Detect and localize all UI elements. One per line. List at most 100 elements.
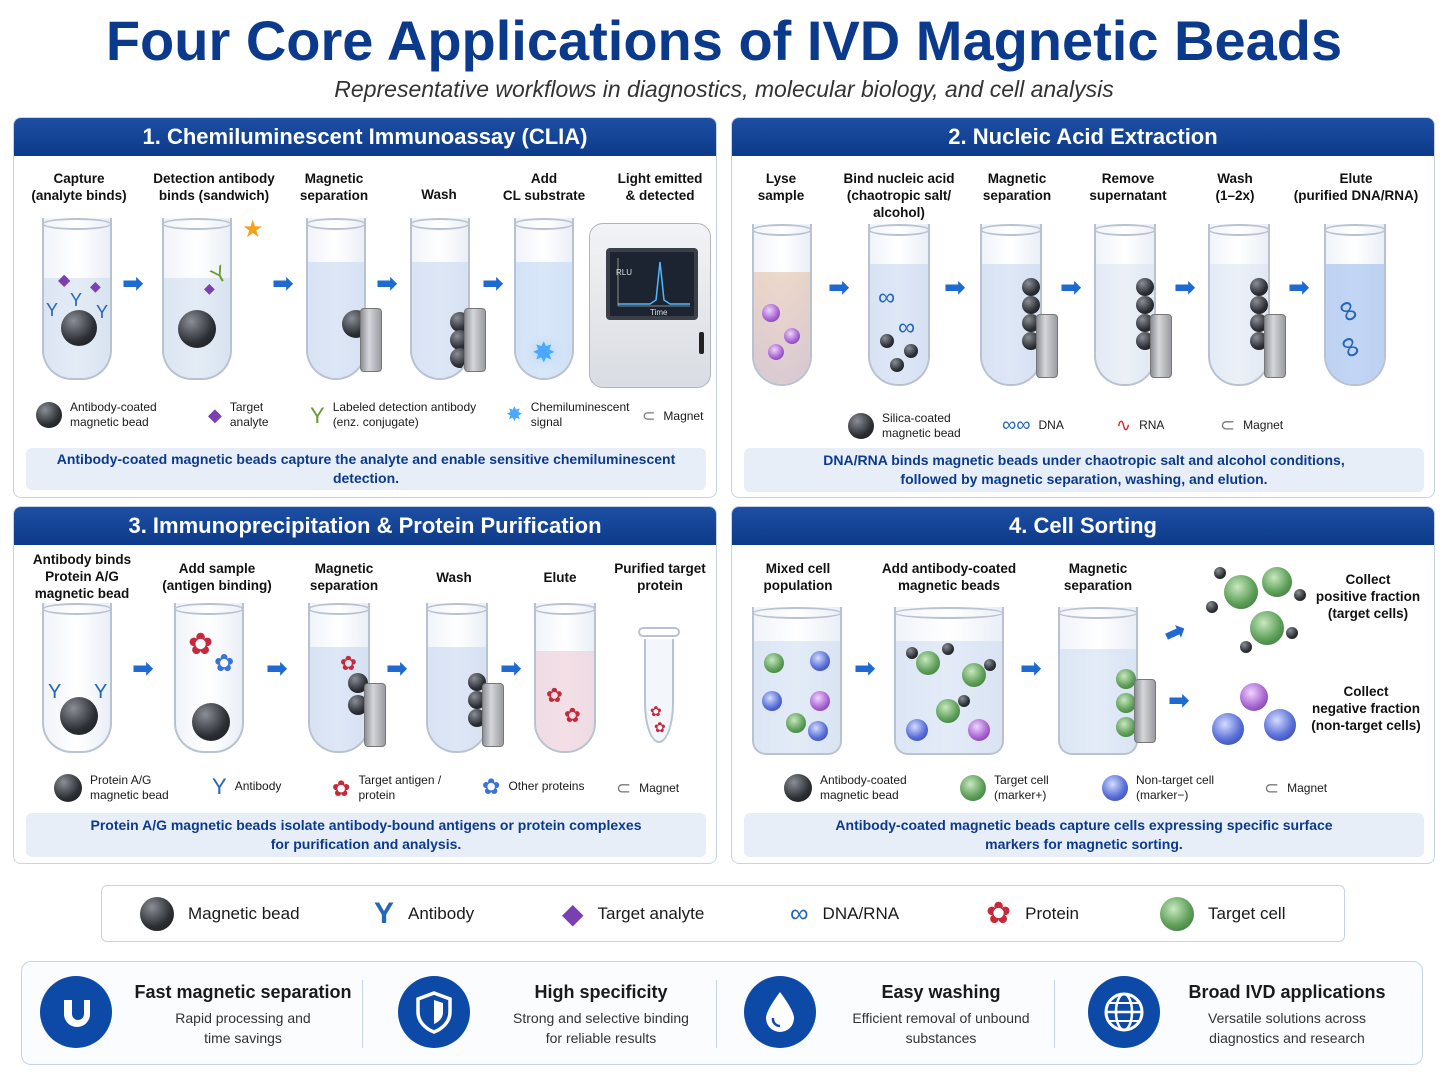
step-label: Elute (purified DNA/RNA) <box>1293 171 1419 203</box>
magnetic-bead-icon <box>60 697 98 735</box>
legend-item: ⊂ Magnet <box>616 778 680 798</box>
arrow-icon: ➡ <box>828 272 850 302</box>
protein-icon: ✿ <box>564 705 581 727</box>
magnet-icon <box>1036 314 1058 378</box>
panel-immunoprecipitation: 3. Immunoprecipitation & Protein Purific… <box>13 506 717 864</box>
tube: ∞ ∞ <box>1324 224 1386 386</box>
tube <box>306 218 366 380</box>
feature-desc: Strong and selective binding for reliabl… <box>513 1010 689 1046</box>
dna-icon: ∞ <box>878 284 896 311</box>
analyte-icon: ◆ <box>204 280 215 296</box>
arrow-icon: ➡ <box>132 653 154 683</box>
magnetic-bead-icon <box>984 659 996 671</box>
magnet-icon <box>360 308 382 372</box>
non-target-cell-icon <box>808 721 828 741</box>
non-target-cell-icon <box>1240 683 1268 711</box>
tube <box>980 224 1042 386</box>
magnetic-bead-icon <box>1022 314 1040 332</box>
analyte-icon: ◆ <box>208 404 222 425</box>
step-label: Detection antibody binds (sandwich) <box>153 171 275 203</box>
panel-header: 1. Chemiluminescent Immunoassay (CLIA) <box>14 118 716 156</box>
target-cell-icon <box>1116 693 1136 713</box>
non-target-cell-icon <box>762 691 782 711</box>
arrow-icon: ➡ <box>1020 653 1042 683</box>
protein-icon: ✿ <box>650 703 662 719</box>
panel-cell-sorting: 4. Cell Sorting Mixed cell population Ad… <box>731 506 1435 864</box>
positive-fraction <box>1204 561 1314 657</box>
non-target-cell-icon <box>1212 713 1244 745</box>
tube: ✿ ✿ <box>534 603 596 753</box>
magnet-icon <box>1134 679 1156 743</box>
legend-item: ∞ DNA/RNA <box>790 898 900 928</box>
non-target-cell-icon <box>1102 775 1128 801</box>
globe-icon <box>1088 976 1160 1048</box>
magnetic-bead-icon <box>906 647 918 659</box>
panel-summary: Antibody-coated magnetic beads capture c… <box>744 813 1424 857</box>
magnetic-bead-icon <box>342 310 364 338</box>
tube: ◆ ◆ Y Y Y <box>42 218 112 380</box>
magnetic-bead-icon <box>1022 296 1040 314</box>
cell-debris-icon <box>762 304 780 322</box>
non-target-cell-icon <box>906 719 928 741</box>
target-cell-icon <box>960 775 986 801</box>
rna-icon: ∿ <box>1116 415 1132 435</box>
step-label: Collect negative fraction (non-target ce… <box>1311 684 1421 733</box>
other-protein-icon: ✿ <box>214 650 235 677</box>
legend-item: Antibody-coated magnetic bead <box>36 400 157 430</box>
step-label: Light emitted & detected <box>617 171 703 203</box>
legend-item: ∿ RNA <box>1116 415 1165 435</box>
target-cell-icon <box>1250 611 1284 645</box>
antibody-icon: Y <box>374 896 395 930</box>
magnetic-bead-icon <box>1250 278 1268 296</box>
protein-icon: ✿ <box>332 775 351 801</box>
arrow-icon: ➡ <box>386 653 408 683</box>
magnet-icon: ⊂ <box>1264 778 1280 798</box>
tube <box>1208 224 1270 386</box>
arrow-icon: ➡ <box>854 653 876 683</box>
antibody-icon: Y <box>96 302 109 322</box>
feature-broad-applications: Broad IVD applications Versatile solutio… <box>1088 962 1408 1066</box>
glow-icon: ✸ <box>532 337 556 368</box>
magnetic-bead-icon <box>1022 332 1040 350</box>
legend-item: Antibody-coated magnetic bead <box>784 773 907 803</box>
legend-item: ⊂ Magnet <box>642 408 704 425</box>
tube <box>752 224 812 386</box>
arrow-icon: ➡ <box>376 268 398 298</box>
divider <box>1054 980 1055 1048</box>
feature-title: Easy washing <box>881 982 1001 1002</box>
target-cell-icon <box>1116 717 1136 737</box>
target-cell-icon <box>1160 896 1194 931</box>
arrow-icon: ➡ <box>1158 613 1191 651</box>
magnet-icon: ⊂ <box>642 408 656 425</box>
detection-antibody-icon: Y <box>310 402 325 428</box>
dna-icon: ∞ <box>790 898 809 928</box>
magnetic-bead-icon <box>468 691 486 709</box>
cell-debris-icon <box>784 328 800 344</box>
magnetic-bead-icon <box>1250 314 1268 332</box>
luminometer: RLU Time <box>589 223 711 388</box>
magnetic-bead-icon <box>1214 567 1226 579</box>
magnetic-bead-icon <box>140 896 174 931</box>
feature-desc: Efficient removal of unbound substances <box>852 1010 1030 1046</box>
magnet-icon <box>364 683 386 747</box>
feature-title: High specificity <box>534 982 668 1002</box>
feature-title: Broad IVD applications <box>1188 982 1386 1002</box>
magnetic-bead-icon <box>450 312 468 332</box>
tube: ✸ <box>514 218 574 380</box>
magnetic-bead-icon <box>904 344 918 358</box>
panel-nucleic-acid: 2. Nucleic Acid Extraction Lyse sample B… <box>731 117 1435 498</box>
magnetic-bead-icon <box>958 695 970 707</box>
star-label-icon: ★ <box>242 216 264 243</box>
dna-icon: ∞ <box>898 314 916 341</box>
magnetic-bead-icon <box>1136 278 1154 296</box>
magnet-icon <box>482 683 504 747</box>
panel-summary: Protein A/G magnetic beads isolate antib… <box>26 813 706 857</box>
magnetic-bead-icon <box>880 334 894 348</box>
magnetic-bead-icon <box>450 348 468 368</box>
step-label: Capture (analyte binds) <box>31 171 127 203</box>
target-cell-icon <box>916 651 940 675</box>
step-label: Magnetic separation <box>299 171 369 203</box>
analyte-icon: ◆ <box>58 272 71 289</box>
tube: ◆ Y <box>162 218 232 380</box>
magnet-icon <box>1150 314 1172 378</box>
